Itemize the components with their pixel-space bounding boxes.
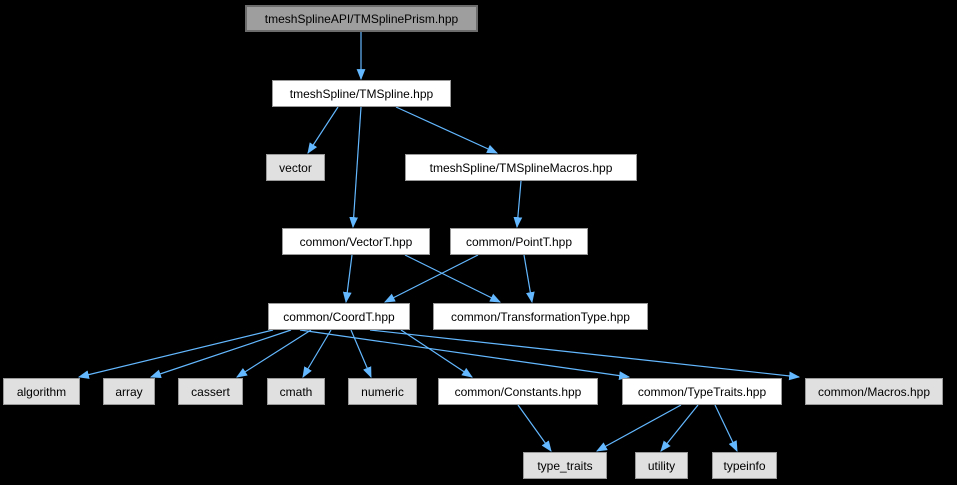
graph-node-utility: utility — [635, 452, 688, 479]
graph-node-label-constants: common/Constants.hpp — [454, 384, 582, 399]
graph-node-algorithm: algorithm — [3, 378, 80, 405]
graph-node-cassert: cassert — [178, 378, 243, 405]
edge-coordt-to-numeric — [350, 329, 372, 379]
edge-coordt-to-typetraits — [299, 329, 631, 380]
graph-node-label-tmsplineprism: tmeshSplineAPI/TMSplinePrism.hpp — [264, 11, 459, 26]
graph-node-array: array — [103, 378, 155, 405]
edge-pointt-to-coordt — [384, 254, 479, 303]
graph-node-cmath: cmath — [267, 378, 325, 405]
graph-node-label-numeric: numeric — [361, 384, 404, 399]
edge-typetraits-to-typeinfo — [714, 404, 738, 452]
graph-node-vector: vector — [266, 154, 325, 181]
graph-node-label-vector: vector — [279, 160, 312, 175]
edge-coordt-to-array — [149, 329, 292, 379]
edge-coordt-to-macros — [369, 329, 801, 381]
graph-node-label-cmath: cmath — [279, 384, 313, 399]
edge-pointt-to-transformationtype — [523, 254, 535, 304]
edge-typetraits-to-utility — [660, 404, 699, 452]
graph-node-typeinfo: typeinfo — [712, 452, 777, 479]
graph-node-label-tmspline: tmeshSpline/TMSpline.hpp — [289, 86, 434, 101]
graph-node-label-tmsplinemacros: tmeshSpline/TMSplineMacros.hpp — [429, 160, 613, 175]
graph-node-type_traits: type_traits — [523, 452, 607, 479]
edge-typetraits-to-type_traits — [596, 404, 682, 452]
edge-vectort-to-transformationtype — [404, 254, 501, 303]
edge-vectort-to-coordt — [342, 254, 353, 304]
graph-node-label-vectort: common/VectorT.hpp — [299, 234, 413, 249]
graph-node-tmsplineprism: tmeshSplineAPI/TMSplinePrism.hpp — [245, 5, 478, 32]
graph-node-transformationtype[interactable]: common/TransformationType.hpp — [433, 303, 648, 330]
graph-node-tmsplinemacros[interactable]: tmeshSpline/TMSplineMacros.hpp — [405, 154, 637, 181]
graph-node-coordt[interactable]: common/CoordT.hpp — [268, 303, 410, 330]
edge-coordt-to-algorithm — [77, 329, 274, 379]
graph-node-label-macros: common/Macros.hpp — [817, 384, 931, 399]
graph-node-label-coordt: common/CoordT.hpp — [283, 309, 395, 324]
graph-node-label-utility: utility — [647, 458, 676, 473]
edge-coordt-to-cmath — [302, 329, 332, 378]
graph-node-numeric: numeric — [348, 378, 417, 405]
graph-node-macros: common/Macros.hpp — [805, 378, 943, 405]
edge-tmspline-to-vector — [307, 106, 339, 154]
graph-node-label-type_traits: type_traits — [537, 458, 593, 473]
edge-tmsplinemacros-to-pointt — [513, 180, 523, 229]
graph-node-tmspline[interactable]: tmeshSpline/TMSpline.hpp — [272, 80, 451, 107]
graph-node-pointt[interactable]: common/PointT.hpp — [450, 228, 588, 255]
graph-node-label-typeinfo: typeinfo — [723, 458, 766, 473]
edge-coordt-to-cassert — [236, 329, 312, 378]
edge-tmspline-to-tmsplinemacros — [395, 106, 499, 154]
graph-node-typetraits[interactable]: common/TypeTraits.hpp — [622, 378, 782, 405]
graph-node-label-typetraits: common/TypeTraits.hpp — [637, 384, 767, 399]
edge-tmspline-to-vectort — [349, 106, 362, 229]
edge-coordt-to-constants — [400, 329, 473, 378]
graph-node-vectort[interactable]: common/VectorT.hpp — [282, 228, 430, 255]
graph-node-label-algorithm: algorithm — [16, 384, 67, 399]
edge-constants-to-type_traits — [517, 404, 552, 452]
graph-node-constants[interactable]: common/Constants.hpp — [438, 378, 598, 405]
graph-node-label-pointt: common/PointT.hpp — [465, 234, 573, 249]
graph-node-label-array: array — [115, 384, 143, 399]
graph-node-label-transformationtype: common/TransformationType.hpp — [451, 309, 630, 324]
graph-node-label-cassert: cassert — [191, 384, 230, 399]
